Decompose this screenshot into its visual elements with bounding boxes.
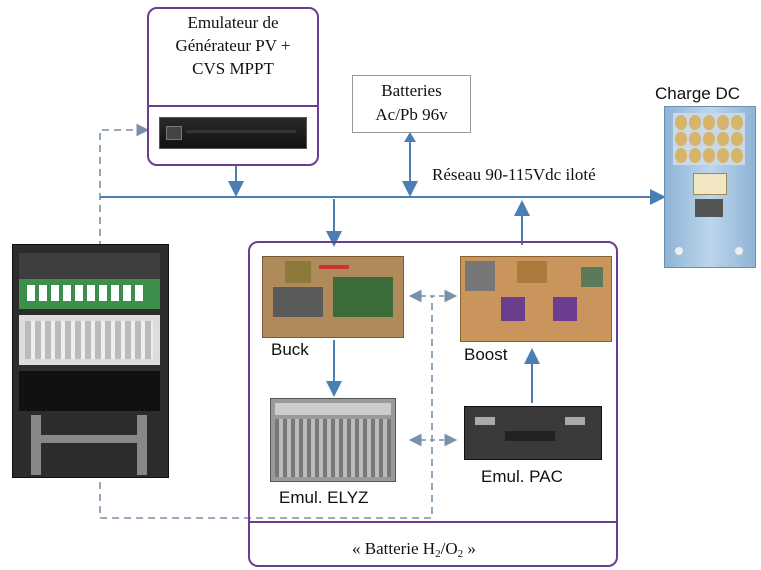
buck-label: Buck [271,340,309,359]
pv-emulator-line1: Emulateur de [187,13,279,32]
h2-label-prefix: « Batterie H [352,539,436,558]
pv-emulator-box: Emulateur de Générateur PV + CVS MPPT [147,7,319,166]
emul-pac-label: Emul. PAC [481,467,563,486]
electrolyser-emulator-image [270,398,396,482]
boost-label: Boost [464,345,508,364]
buck-board-image [262,256,404,338]
batteries-box: Batteries Ac/Pb 96v [352,75,471,133]
h2-label-sub1: 2 [435,548,441,560]
control-dashed-line-bottom [99,296,433,519]
h2-label-sub2: 2 [457,548,464,560]
pv-emulator-line2: Générateur PV + [175,36,291,55]
control-dashed-line [99,123,150,248]
boost-board-image [460,256,612,342]
h2-battery-frame [248,241,618,567]
fuel-cell-emulator-image [464,406,602,460]
h2-label-suffix: » [463,539,476,558]
emul-elyz-label: Emul. ELYZ [279,488,369,507]
charge-dc-cabinet-image [664,106,756,268]
h2-label-mid: /O [440,539,458,558]
charge-dc-label: Charge DC [655,84,741,103]
pv-emulator-device-image [159,117,307,149]
pv-emulator-line3: CVS MPPT [192,59,274,78]
batteries-line2: Ac/Pb 96v [375,105,448,124]
h2-battery-label: « Batterie H2/O2 » [352,539,476,560]
dc-bus-label: Réseau 90-115Vdc iloté [432,165,596,184]
batteries-line1: Batteries [381,81,442,100]
controller-rack-image [12,244,169,478]
